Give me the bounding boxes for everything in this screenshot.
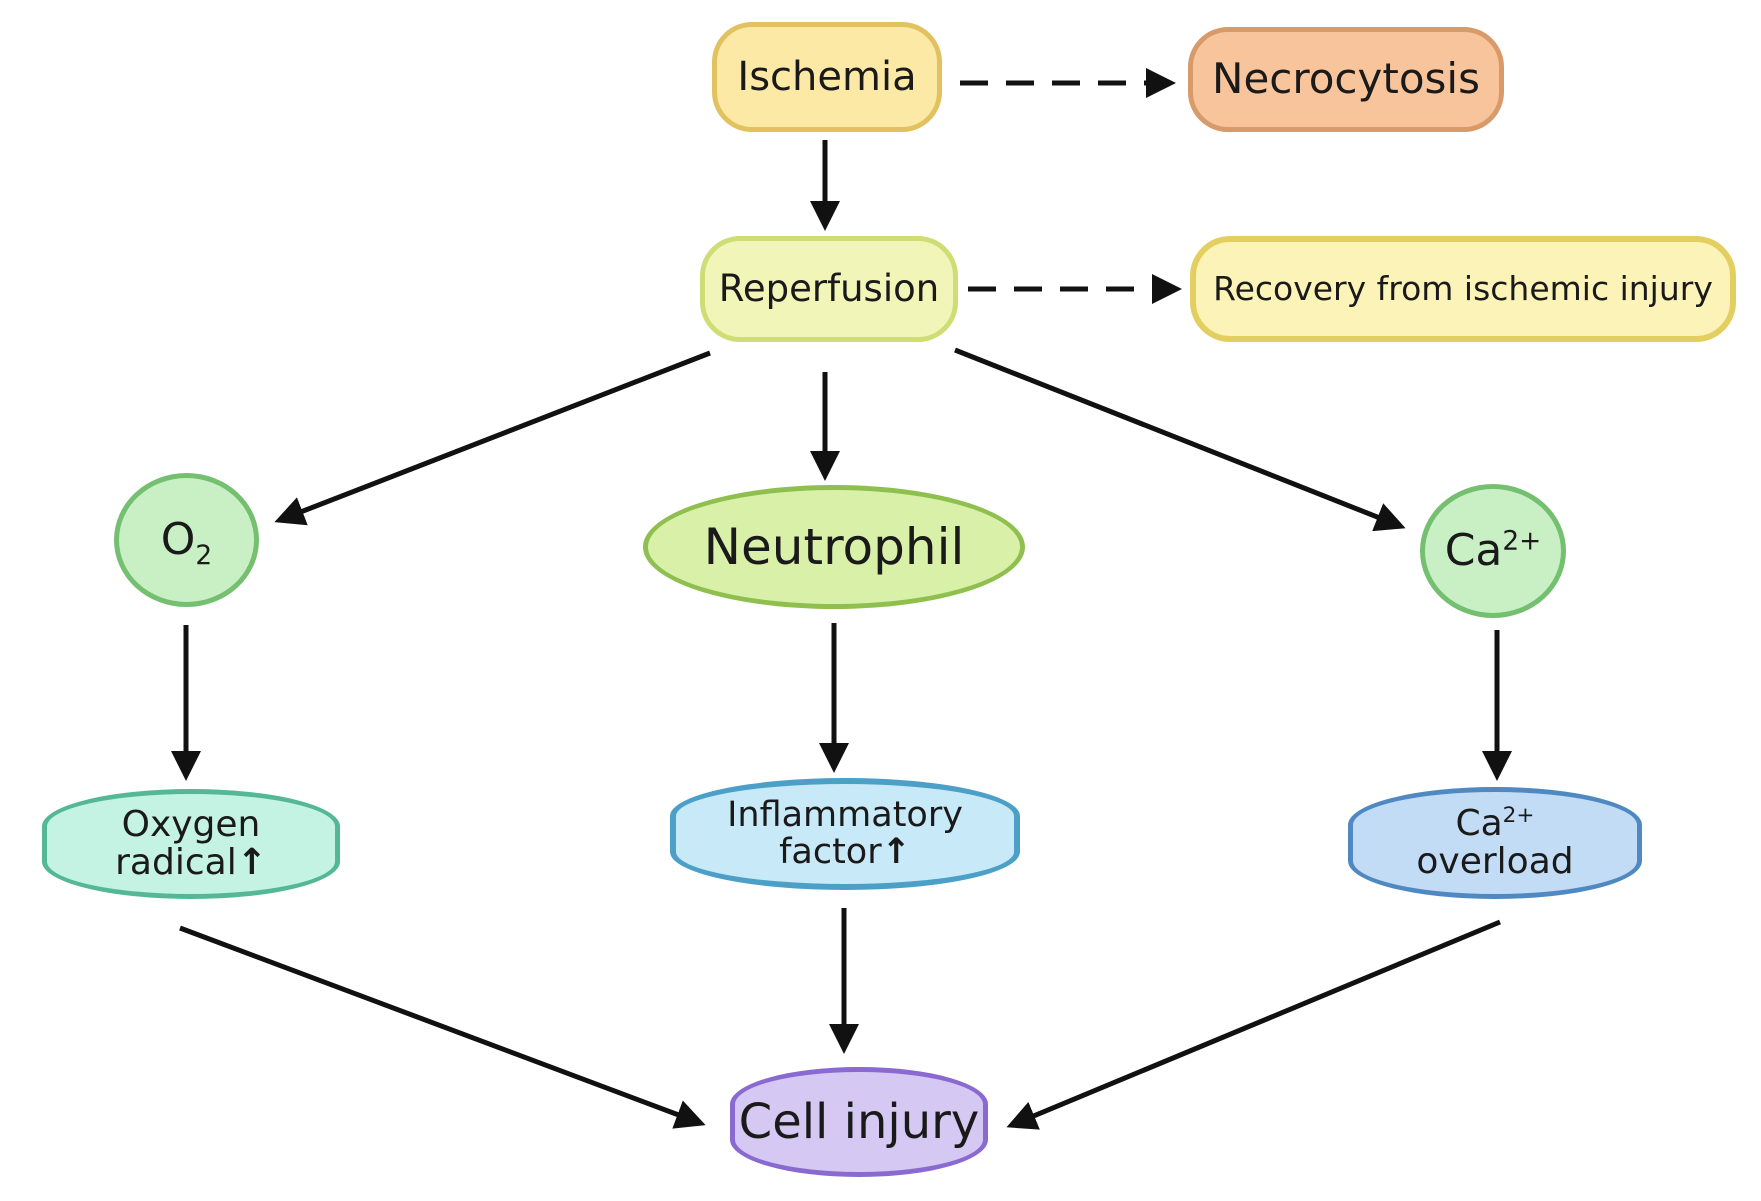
o2-subscript: 2 xyxy=(195,539,213,571)
o2-base: O xyxy=(160,513,196,565)
inflammatory-factor-text: factor xyxy=(779,832,882,872)
oxygen-radical-line1: Oxygen xyxy=(121,804,261,846)
oxygen-radical-text: radical xyxy=(115,842,237,883)
caover-superscript: 2+ xyxy=(1502,803,1535,829)
arrow-reperfusion-ca xyxy=(954,347,1406,532)
node-cell-injury: Cell injury xyxy=(730,1067,988,1177)
caover-base: Ca xyxy=(1455,803,1503,845)
node-necrocytosis-label: Necrocytosis xyxy=(1212,54,1480,104)
node-neutrophil-label: Neutrophil xyxy=(703,517,965,576)
node-o2: O2 xyxy=(114,473,259,607)
node-reperfusion: Reperfusion xyxy=(700,236,958,342)
node-inflammatory-factor: Inflammatory factor↑ xyxy=(670,778,1020,890)
inflammatory-factor-line2: factor↑ xyxy=(779,834,911,871)
node-ischemia: Ischemia xyxy=(712,22,942,132)
oxygen-radical-line2: radical↑ xyxy=(115,844,267,882)
ca-superscript: 2+ xyxy=(1502,525,1542,557)
node-necrocytosis: Necrocytosis xyxy=(1188,27,1504,132)
up-arrow-icon: ↑ xyxy=(881,832,911,872)
node-ischemia-label: Ischemia xyxy=(737,54,917,100)
node-calcium: Ca2+ xyxy=(1420,484,1566,618)
arrow-caoverload-cellinjury xyxy=(1006,919,1501,1130)
node-calcium-label: Ca2+ xyxy=(1444,524,1542,576)
node-calcium-overload: Ca2+ overload xyxy=(1348,787,1642,899)
node-reperfusion-label: Reperfusion xyxy=(718,266,940,310)
node-recovery: Recovery from ischemic injury xyxy=(1190,236,1736,342)
node-recovery-label: Recovery from ischemic injury xyxy=(1213,268,1713,308)
node-cell-injury-label: Cell injury xyxy=(738,1093,980,1150)
node-neutrophil: Neutrophil xyxy=(643,485,1025,609)
calcium-overload-line2: overload xyxy=(1416,841,1574,882)
node-oxygen-radical: Oxygen radical↑ xyxy=(42,789,340,899)
calcium-overload-line1: Ca2+ xyxy=(1455,805,1534,843)
ca-base: Ca xyxy=(1444,524,1503,576)
inflammatory-factor-line1: Inflammatory xyxy=(727,795,963,836)
up-arrow-icon: ↑ xyxy=(236,842,267,883)
node-o2-label: O2 xyxy=(160,513,212,568)
arrow-reperfusion-o2 xyxy=(274,350,711,526)
arrow-oxygen-cellinjury xyxy=(179,925,706,1129)
